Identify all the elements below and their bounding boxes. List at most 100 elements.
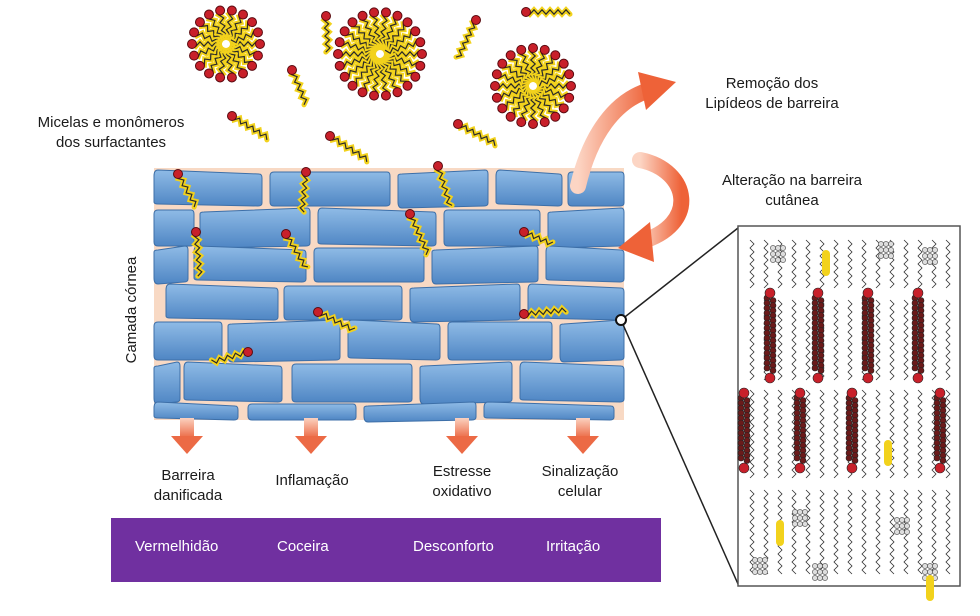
lipid-molecule — [763, 287, 777, 384]
micelle-surfactant — [229, 43, 258, 71]
lipid-chain — [749, 389, 755, 479]
surfactant-monomer — [227, 111, 270, 143]
lipid-chain — [833, 489, 839, 575]
lipid-removal-arrowhead — [638, 72, 676, 110]
lipid-chain — [833, 239, 839, 289]
effect-inflammation: Inflamação — [252, 471, 372, 491]
micelle — [333, 7, 427, 101]
micelle-surfactant — [339, 26, 377, 56]
micelle-surfactant — [194, 45, 226, 71]
effect-oxidative-stress-line1: Estresse — [432, 463, 492, 480]
effect-damaged-barrier-line2: danificada — [153, 487, 223, 504]
corneocyte — [419, 361, 513, 405]
micelle-surfactant — [221, 47, 238, 83]
lipid-chain — [791, 239, 797, 289]
lipid-chain — [749, 299, 755, 381]
effect-damaged-barrier: Barreira danificada — [128, 466, 248, 506]
micelle-surfactant — [357, 10, 382, 52]
effect-cell-signaling-line2: celular — [557, 483, 603, 500]
micelle-surfactant — [369, 57, 384, 101]
lipid-chain — [861, 489, 867, 575]
lipid-chain — [917, 389, 923, 479]
micelle-surfactant — [382, 37, 426, 57]
barrier-change-arrow — [632, 152, 690, 250]
lipid-chain — [763, 389, 769, 479]
lipid-chain — [945, 239, 951, 289]
lipid-chain — [819, 389, 825, 479]
corneocyte — [363, 401, 477, 423]
micelle-surfactant — [222, 5, 237, 41]
effect-oxidative-stress-line2: oxidativo — [432, 483, 492, 500]
corneocyte — [559, 319, 625, 363]
zoom-line-bottom — [620, 319, 739, 585]
lipid-chain — [931, 489, 937, 575]
stratum-corneum-label: Camada córnea — [123, 256, 140, 364]
micelle-surfactant — [339, 54, 379, 82]
corneocyte — [431, 245, 539, 285]
effect-cell-signaling-line1: Sinalização — [541, 463, 619, 480]
corneocyte — [347, 319, 441, 361]
lipid-chain — [903, 299, 909, 381]
symptom-discomfort: Desconforto — [413, 538, 494, 555]
micelle-surfactant — [189, 41, 224, 61]
corneocyte — [495, 169, 563, 207]
cholesterol-molecule — [770, 245, 786, 263]
corneocyte — [153, 209, 195, 247]
lipid-chain — [749, 239, 755, 289]
stratum-corneum — [153, 168, 625, 423]
micelle-surfactant — [357, 57, 382, 98]
micelle-surfactant — [204, 47, 228, 79]
zoom-line-top — [620, 227, 739, 321]
lipid-chain — [805, 299, 811, 381]
lipid-chain — [875, 239, 881, 289]
micelle-surfactant — [375, 57, 392, 101]
effect-inflammation-line1: Inflamação — [275, 472, 349, 489]
surfactant-monomer — [190, 227, 206, 279]
surfactant-monomer — [433, 161, 455, 208]
corneocyte — [545, 245, 625, 283]
lipid-chain — [805, 239, 811, 289]
micelle-surfactant — [376, 7, 391, 51]
surfactant-monomer — [325, 131, 370, 165]
micelle — [187, 5, 265, 83]
cholesterol-molecule — [792, 509, 808, 527]
corneocyte — [153, 401, 239, 421]
corneocyte — [483, 401, 615, 421]
effect-damaged-barrier-line1: Barreira — [161, 467, 215, 484]
lipid-molecule — [737, 387, 751, 474]
surfactant-monomer — [296, 167, 312, 215]
lipid-chain — [875, 389, 881, 479]
lipid-chain — [875, 299, 881, 381]
lipid-molecule — [845, 387, 859, 474]
lipid-chain — [945, 489, 951, 575]
surfactants-label-line1: Micelas e monômeros — [37, 114, 185, 131]
cholesterol-molecule — [894, 517, 910, 535]
micelle-surfactant — [378, 56, 403, 98]
corneocyte — [269, 171, 391, 207]
corneocyte — [547, 207, 625, 249]
micelle-surfactant — [187, 38, 223, 50]
lipid-removal-arrow — [570, 82, 658, 194]
barrier-change-label-line1: Alteração na barreira — [721, 172, 863, 189]
lipid-chain — [861, 389, 867, 479]
corneocyte — [291, 363, 413, 403]
surfactant-monomer — [320, 11, 334, 55]
micelle-surfactant — [368, 7, 385, 51]
lipid-chain — [847, 239, 853, 289]
lipid-removal-label-line1: Remoção dos — [725, 75, 819, 92]
surfactant-monomer — [287, 65, 310, 108]
lipid-chain — [763, 239, 769, 289]
lipid-chain — [819, 239, 825, 289]
surfactant-monomer — [313, 307, 358, 334]
effect-oxidative-stress: Estresse oxidativo — [402, 462, 522, 502]
effect-cell-signaling: Sinalização celular — [520, 462, 640, 502]
lipid-chain — [777, 299, 783, 381]
lipid-chain — [819, 489, 825, 575]
lipid-chain — [903, 389, 909, 479]
cholesterol-molecule — [878, 241, 894, 259]
lipid-chain — [945, 299, 951, 381]
down-arrow-3 — [446, 418, 478, 454]
micelle-surfactant — [347, 17, 378, 54]
micelle-surfactant — [225, 45, 248, 79]
